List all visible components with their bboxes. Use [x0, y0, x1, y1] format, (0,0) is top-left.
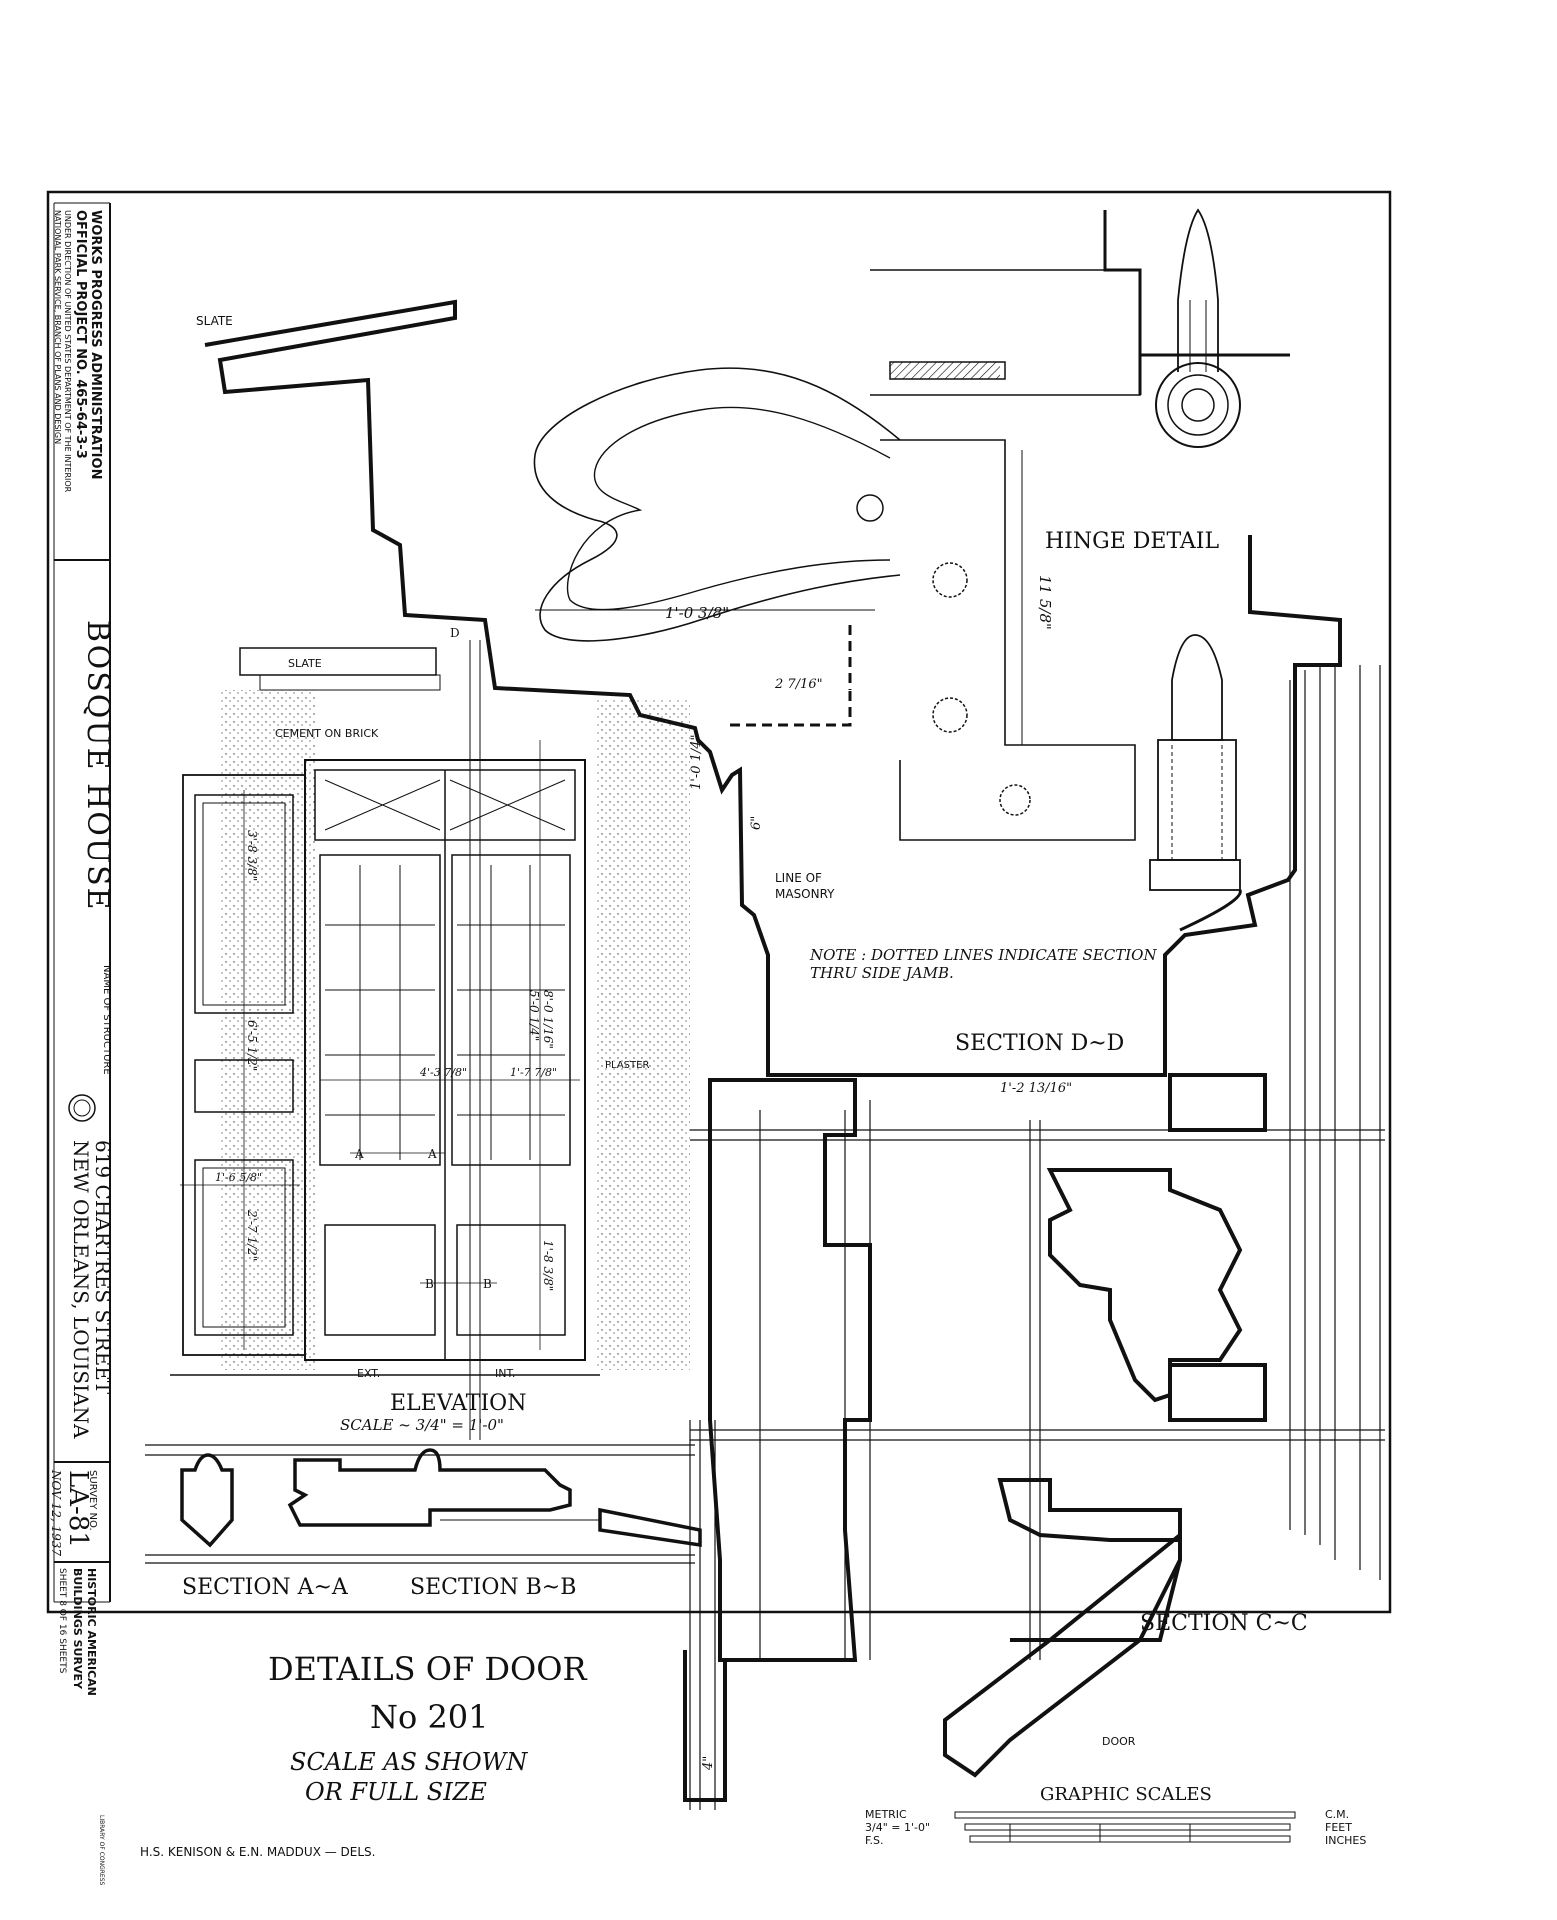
dim-e4: 6'-5 1/2": [245, 1020, 259, 1071]
structure-name: BOSQUE HOUSE: [80, 620, 115, 912]
name-of-structure-label: NAME OF STRUCTURE: [101, 965, 112, 1075]
note-slate-top: SLATE: [196, 314, 233, 328]
scale-line-2: OR FULL SIZE: [305, 1778, 487, 1806]
survey-no-label: SURVEY NO.: [87, 1470, 98, 1531]
scales-metric: METRIC: [865, 1808, 907, 1821]
section-bb-label: SECTION B~B: [410, 1575, 576, 1600]
scales-feet: FEET: [1325, 1821, 1352, 1834]
wpa-line-4: NATIONAL PARK SERVICE, BRANCH OF PLANS A…: [53, 210, 62, 444]
dim-e7: 1'-8 3/8": [541, 1240, 555, 1291]
drawing-number: No 201: [370, 1698, 489, 1736]
cut-b-right: B: [483, 1277, 492, 1291]
drawing-title: DETAILS OF DOOR: [268, 1650, 587, 1688]
habs-line-1: HISTORIC AMERICAN: [85, 1568, 98, 1696]
elevation-slate: SLATE: [288, 657, 322, 670]
wpa-block: WORKS PROGRESS ADMINISTRATION OFFICIAL P…: [53, 210, 103, 493]
cut-a-left: A: [354, 1147, 364, 1161]
hinge-dim-width: 1'-0 3/8": [665, 604, 729, 622]
graphic-scales: [954, 1811, 1296, 1843]
elevation-plaster: PLASTER: [605, 1060, 649, 1071]
dim-d2: 1'-0 1/4": [689, 734, 704, 790]
dim-e6: 1'-7 7/8": [510, 1066, 557, 1079]
section-aa-label: SECTION A~A: [182, 1575, 349, 1600]
dim-e3: 2'-7 1/2": [245, 1209, 259, 1261]
jamb-lines: [689, 665, 1381, 1810]
hinge-title: HINGE DETAIL: [1045, 529, 1220, 554]
note-line-2: THRU SIDE JAMB.: [810, 964, 954, 982]
dim-d5: 4": [701, 1756, 716, 1771]
habs-block: HISTORIC AMERICAN BUILDINGS SURVEY SHEET…: [57, 1568, 98, 1696]
elevation-ext: EXT.: [357, 1367, 380, 1380]
seal-icon: [68, 1094, 96, 1122]
elevation-title: ELEVATION: [390, 1391, 526, 1416]
dim-e8: 8'-0 1/16": [541, 990, 555, 1049]
survey-block: SURVEY NO. LA-81 NOV 12, 1937: [49, 1469, 98, 1556]
library-stamp: LIBRARY OF CONGRESS: [98, 1815, 105, 1886]
address-line-1: 619 CHARTRES STREET: [91, 1140, 115, 1395]
habs-line-2: BUILDINGS SURVEY: [71, 1568, 84, 1690]
section-aa-bb: [145, 1444, 702, 1564]
elevation-int: INT.: [495, 1367, 515, 1380]
section-dd-profile: [204, 299, 1342, 1077]
note-door: DOOR: [1102, 1735, 1136, 1748]
cut-b-left: B: [425, 1277, 434, 1291]
cut-a-right: A: [427, 1147, 437, 1161]
dim-e2: 1'-6 5/8": [215, 1171, 262, 1184]
wpa-line-3: UNDER DIRECTION OF UNITED STATES DEPARTM…: [63, 210, 72, 493]
scales-title: GRAPHIC SCALES: [1040, 1784, 1212, 1805]
note-masonry-2: MASONRY: [775, 887, 835, 901]
door-elevation: [170, 640, 690, 1440]
elevation-scale: SCALE ~ 3/4" = 1'-0": [340, 1416, 504, 1434]
section-dd-label: SECTION D~D: [955, 1031, 1124, 1056]
hinge-detail: 1'-0 3/8" 11 5/8": [533, 208, 1290, 891]
dim-e1: 3'-8 3/8": [245, 830, 259, 881]
scales-inches: INCHES: [1325, 1834, 1366, 1847]
dim-d3: 6": [749, 816, 764, 830]
scales-fs: F.S.: [865, 1834, 884, 1847]
scale-line-1: SCALE AS SHOWN: [290, 1748, 528, 1776]
structure-block: BOSQUE HOUSE NAME OF STRUCTURE 619 CHART…: [69, 620, 115, 1439]
delineators: H.S. KENISON & E.N. MADDUX — DELS.: [140, 1845, 375, 1859]
cut-d: D: [450, 626, 460, 640]
dim-e9: 5'-0 1/4": [527, 990, 541, 1041]
dim-d4: 1'-2 13/16": [1000, 1081, 1072, 1096]
elevation-cement: CEMENT ON BRICK: [275, 727, 379, 740]
scales-cm: C.M.: [1325, 1808, 1349, 1821]
hinge-dim-height: 11 5/8": [1036, 575, 1054, 630]
section-cc-profile: [708, 1078, 872, 1662]
address-line-2: NEW ORLEANS, LOUISIANA: [69, 1140, 93, 1439]
survey-date: NOV 12, 1937: [49, 1469, 63, 1556]
survey-no: LA-81: [63, 1470, 93, 1548]
scales-ratio: 3/4" = 1'-0": [865, 1821, 930, 1834]
wpa-line-2: OFFICIAL PROJECT NO. 465-64-3-3: [73, 210, 88, 459]
section-cc-label: SECTION C~C: [1140, 1611, 1308, 1636]
note-masonry-1: LINE OF: [775, 871, 822, 885]
note-line-1: NOTE : DOTTED LINES INDICATE SECTION: [809, 946, 1157, 964]
sheet-line: SHEET 8 OF 16 SHEETS: [57, 1568, 67, 1674]
dim-d1: 2 7/16": [774, 677, 823, 692]
wpa-line-1: WORKS PROGRESS ADMINISTRATION: [88, 210, 103, 479]
dim-e5: 4'-3 7/8": [419, 1066, 467, 1079]
